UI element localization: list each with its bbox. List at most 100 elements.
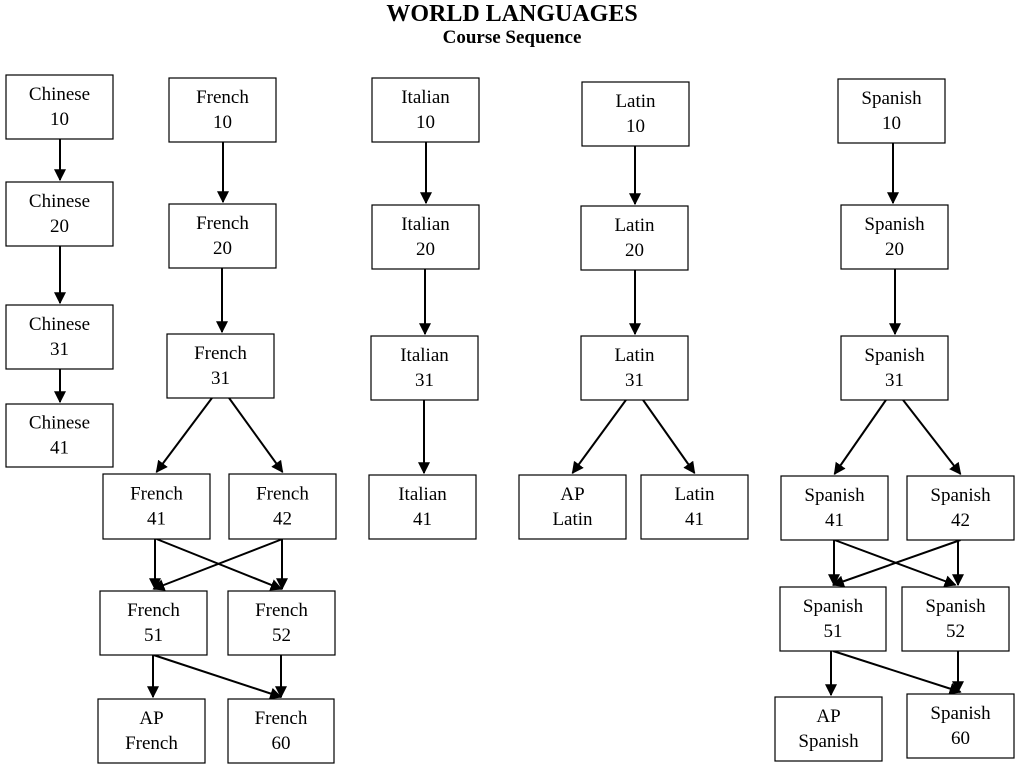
course-box — [97, 698, 206, 764]
course-box — [780, 475, 889, 541]
prerequisite-arrow-french-31-to-french-41 — [155, 397, 213, 473]
prerequisite-arrow-french-51-to-french-60 — [153, 654, 283, 700]
course-name: French — [196, 213, 249, 234]
course-name: Spanish — [925, 596, 986, 617]
course-name: AP — [560, 484, 584, 505]
course-name: Chinese — [29, 314, 90, 335]
course-level: 51 — [824, 621, 843, 642]
course-level: 20 — [885, 239, 904, 260]
course-level: 41 — [147, 509, 166, 530]
course-node-spanish-10: Spanish 10 — [837, 78, 946, 144]
prerequisite-arrow-french-31-to-french-42 — [228, 397, 284, 473]
course-level: 60 — [272, 733, 291, 754]
course-level: 10 — [213, 112, 232, 133]
course-node-spanish-42: Spanish 42 — [906, 475, 1015, 541]
prerequisite-arrow-spanish-42-to-spanish-51 — [831, 539, 961, 588]
page-title: WORLD LANGUAGES — [386, 1, 638, 27]
prerequisite-arrow-spanish-51-to-spanish-60 — [832, 650, 962, 695]
course-box — [906, 475, 1015, 541]
course-box — [774, 696, 883, 762]
course-level: 42 — [951, 510, 970, 531]
course-node-spanish-52: Spanish 52 — [901, 586, 1010, 652]
course-name: French — [255, 708, 308, 729]
prerequisite-arrow-spanish-31-to-spanish-42 — [902, 399, 962, 475]
course-box — [168, 77, 277, 143]
course-node-french-41: French 41 — [102, 473, 211, 540]
course-node-ap-french: AP French — [97, 698, 206, 764]
course-node-french-10: French 10 — [168, 77, 277, 143]
course-level: 31 — [885, 370, 904, 391]
course-level: 41 — [413, 509, 432, 530]
course-name: Spanish — [804, 485, 865, 506]
course-level: 20 — [416, 239, 435, 260]
course-name: Spanish — [803, 596, 864, 617]
course-name: Spanish — [861, 88, 922, 109]
course-level: 10 — [416, 112, 435, 133]
course-box — [840, 335, 949, 401]
course-box — [906, 693, 1015, 759]
course-name: French — [256, 484, 309, 505]
course-node-french-60: French 60 — [227, 698, 335, 764]
course-name: Latin — [614, 345, 655, 366]
course-level: Spanish — [798, 731, 859, 752]
course-box — [371, 204, 480, 270]
course-name: Italian — [401, 214, 450, 235]
course-box — [5, 304, 114, 370]
course-box — [901, 586, 1010, 652]
course-name: Spanish — [930, 703, 991, 724]
course-name: Chinese — [29, 413, 90, 434]
course-node-ap-spanish: AP Spanish — [774, 696, 883, 762]
course-node-spanish-31: Spanish 31 — [840, 335, 949, 401]
course-node-french-52: French 52 — [227, 590, 336, 656]
course-name: French — [196, 87, 249, 108]
course-box — [779, 586, 887, 652]
course-level: French — [125, 733, 178, 754]
course-box — [640, 474, 749, 540]
course-level: 31 — [415, 370, 434, 391]
course-name: Spanish — [930, 485, 991, 506]
course-name: Spanish — [864, 214, 925, 235]
course-name: French — [130, 484, 183, 505]
course-node-french-20: French 20 — [168, 203, 277, 269]
course-box — [580, 205, 689, 271]
course-node-spanish-20: Spanish 20 — [840, 204, 949, 270]
course-box — [227, 590, 336, 656]
course-box — [227, 698, 335, 764]
course-level: 41 — [825, 510, 844, 531]
course-name: Italian — [398, 484, 447, 505]
course-level: 60 — [951, 728, 970, 749]
course-level: 20 — [625, 240, 644, 261]
course-name: Spanish — [864, 345, 925, 366]
course-level: 52 — [946, 621, 965, 642]
course-box — [166, 333, 275, 399]
course-node-spanish-60: Spanish 60 — [906, 693, 1015, 759]
course-box — [371, 77, 480, 143]
course-level: 10 — [882, 113, 901, 134]
course-box — [5, 403, 114, 468]
course-box — [518, 474, 627, 540]
page-subtitle: Course Sequence — [442, 27, 582, 48]
prerequisite-arrow-latin-31-to-ap-latin — [571, 399, 627, 474]
course-name: French — [255, 600, 308, 621]
course-level: 52 — [272, 625, 291, 646]
course-name: AP — [139, 708, 163, 729]
course-name: Chinese — [29, 191, 90, 212]
course-node-spanish-41: Spanish 41 — [780, 475, 889, 541]
prerequisite-arrow-spanish-31-to-spanish-41 — [833, 399, 887, 475]
course-box — [228, 473, 337, 540]
course-level: 10 — [626, 116, 645, 137]
course-box — [840, 204, 949, 270]
course-level: 10 — [50, 109, 69, 130]
course-name: AP — [816, 706, 840, 727]
prerequisite-arrow-french-42-to-french-51 — [152, 538, 283, 591]
course-level: 20 — [213, 238, 232, 259]
